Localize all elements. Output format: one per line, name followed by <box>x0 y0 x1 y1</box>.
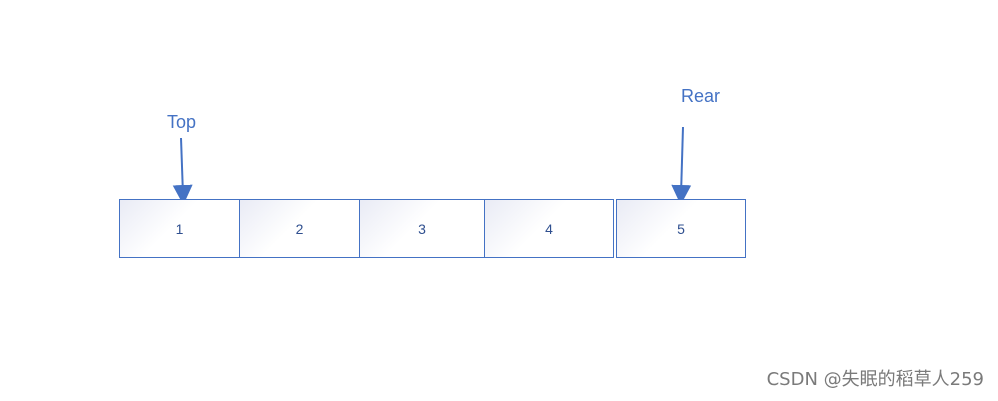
queue-cell-3: 3 <box>359 199 485 258</box>
queue-cell-2: 2 <box>239 199 360 258</box>
queue-cell-1: 1 <box>119 199 240 258</box>
top-pointer-label: Top <box>167 112 197 132</box>
top-pointer-arrow <box>172 137 193 205</box>
rear-pointer-label: Rear <box>681 86 721 106</box>
queue-cell-4: 4 <box>484 199 614 258</box>
rear-pointer-arrow <box>671 126 692 205</box>
watermark-text: CSDN @失眠的稻草人259 <box>766 369 984 390</box>
queue-cell-5: 5 <box>616 199 746 258</box>
